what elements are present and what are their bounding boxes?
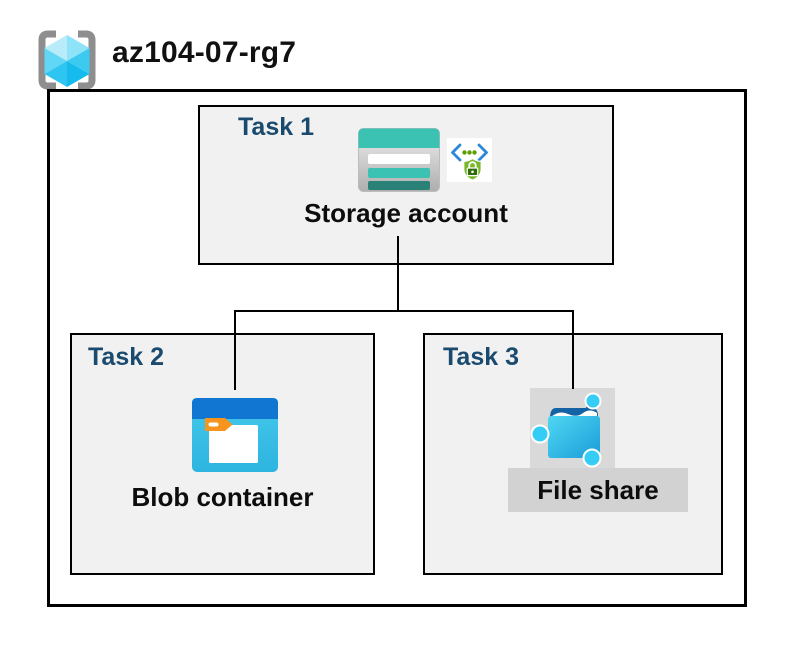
resource-group-icon <box>38 30 96 90</box>
file-share-label: File share <box>508 468 688 512</box>
task3-label: Task 3 <box>443 343 519 371</box>
blob-container-icon <box>192 398 278 472</box>
connector-horizontal <box>234 310 574 312</box>
task2-label: Task 2 <box>88 343 164 371</box>
connector-to-blob <box>234 310 236 390</box>
storage-account-label: Storage account <box>304 198 508 228</box>
file-share-icon <box>530 392 602 468</box>
task1-box: Task 1 Storage account <box>198 105 614 265</box>
secure-access-sas-icon <box>447 138 492 182</box>
resource-group-name: az104-07-rg7 <box>112 36 297 69</box>
storage-account-icon <box>358 128 440 192</box>
connector-to-fileshare <box>572 310 574 389</box>
task1-label: Task 1 <box>238 113 314 141</box>
task2-box: Task 2 Blob container <box>70 333 375 575</box>
task3-box: Task 3 File share <box>423 333 723 575</box>
connector-storage-stem <box>397 236 399 312</box>
blob-container-label: Blob container <box>131 482 314 512</box>
